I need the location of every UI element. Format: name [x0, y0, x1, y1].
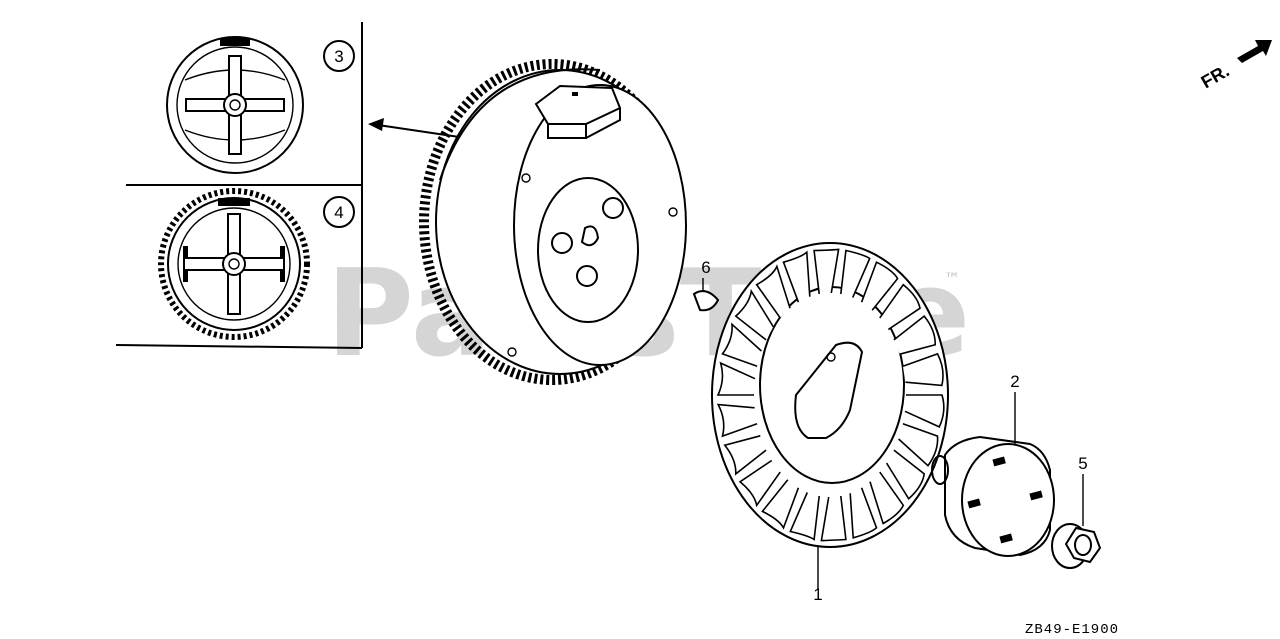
magnet-block-icon [220, 38, 250, 46]
fan-blade-icon [755, 264, 791, 319]
inset-callout-circle [323, 196, 355, 228]
callout-1: 1 [813, 585, 822, 604]
diagram-code: ZB49-E1900 [1025, 622, 1119, 638]
front-direction-label: FR. [1198, 61, 1233, 93]
fan-blade-icon [734, 288, 775, 341]
inset-flywheel-variant-3: 3 [166, 36, 355, 174]
fan-blade-icon [849, 487, 878, 539]
cooling-fan-part: 1 [711, 242, 949, 604]
fan-blade-icon [820, 495, 847, 542]
flywheel-assembly [419, 59, 687, 385]
fan-blade-icon [789, 492, 820, 541]
fan-blade-icon [813, 248, 840, 295]
inset-callout-circle [323, 40, 355, 72]
inset-number-3: 3 [334, 47, 343, 66]
woodruff-key-part: 6 [692, 258, 720, 312]
fan-blade-icon [716, 403, 758, 438]
fan-blade-icon [869, 471, 905, 525]
magnet-block-icon [218, 198, 250, 206]
fan-blade-icon [904, 394, 945, 428]
flywheel-magnet-icon [534, 84, 622, 139]
fan-blade-icon [879, 283, 921, 331]
fan-blade-icon [898, 422, 939, 467]
direction-arrow-icon [1237, 40, 1272, 63]
flange-nut-part: 5 [1051, 454, 1102, 569]
inset-flywheel-variant-4: 4 [158, 188, 355, 340]
fan-blade-icon [782, 250, 811, 303]
callout-2: 2 [1010, 372, 1019, 391]
fan-blade-icon [721, 322, 762, 368]
fan-blade-icon [738, 459, 781, 508]
fan-blades-icon [716, 248, 945, 542]
fan-blade-icon [860, 261, 899, 311]
fan-blade-icon [885, 449, 926, 501]
front-direction-marker: FR. [1198, 40, 1272, 92]
callout-5: 5 [1078, 454, 1087, 473]
fan-blade-icon [716, 361, 756, 396]
fan-blade-icon [902, 352, 944, 387]
fan-blade-icon [840, 249, 871, 298]
inset-number-4: 4 [334, 203, 343, 222]
starter-pulley-part: 2 [931, 372, 1055, 557]
inset-pointer-arrow [368, 118, 467, 139]
watermark-trademark: ™ [944, 269, 960, 288]
fan-blade-icon [761, 479, 800, 530]
fan-blade-icon [723, 435, 767, 476]
inset-panel-frame [115, 22, 363, 349]
fan-blade-icon [893, 314, 937, 355]
callout-6: 6 [701, 258, 710, 277]
